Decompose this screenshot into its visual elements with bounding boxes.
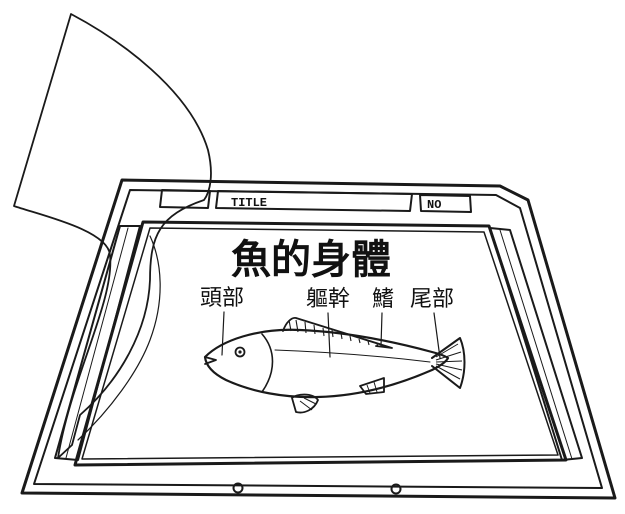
diagram-heading: 魚的身體 [231, 237, 391, 283]
left-side-strip [54, 225, 141, 461]
title-box [215, 190, 413, 212]
fish-drawing [203, 317, 466, 414]
number-box [419, 194, 472, 213]
corner-box [159, 189, 211, 209]
label-fin: 鰭 [372, 287, 394, 312]
mount-frame [20, 178, 617, 500]
title-box-text: TITLE [231, 196, 267, 210]
registration-hole-left [232, 482, 244, 494]
overlay-sheet [13, 13, 212, 459]
right-side-strip [489, 227, 583, 461]
label-tail: 尾部 [410, 287, 454, 312]
leader-lines [221, 311, 441, 359]
label-head: 頭部 [200, 286, 244, 311]
registration-hole-right [390, 483, 402, 495]
label-trunk: 軀幹 [306, 287, 350, 312]
number-box-text: NO [427, 198, 441, 212]
